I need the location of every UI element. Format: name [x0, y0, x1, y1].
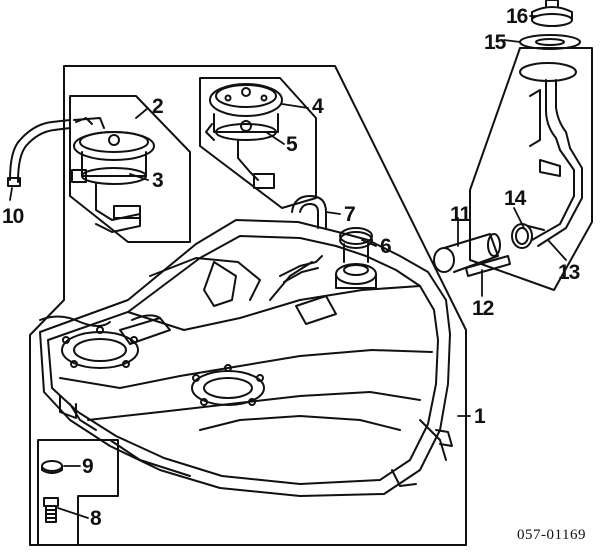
- frame-hardware: [37, 439, 119, 546]
- callout-5: 5: [286, 133, 298, 156]
- callout-14: 14: [504, 187, 526, 210]
- callout-1: 1: [474, 405, 486, 428]
- plug-9: [41, 460, 63, 474]
- callout-8: 8: [90, 507, 102, 530]
- filler-gasket: [519, 34, 581, 50]
- bolt-8: [43, 497, 59, 523]
- callout-13: 13: [558, 261, 580, 284]
- vent-hose: [291, 195, 327, 229]
- frame-filler-neck: [469, 47, 593, 291]
- callout-10: 10: [2, 205, 24, 228]
- filler-neck: [511, 62, 583, 249]
- leader-lines: [9, 15, 567, 519]
- callout-16: 16: [506, 5, 528, 28]
- callout-7: 7: [344, 203, 356, 226]
- fuel-pump-assembly: [71, 117, 155, 233]
- filler-cap: [531, 0, 573, 27]
- fuel-tank: [39, 219, 453, 497]
- diagram-id: 057-01169: [517, 527, 586, 543]
- callout-2: 2: [152, 95, 164, 118]
- breather-hose: [465, 255, 511, 277]
- filler-hose: [433, 233, 501, 273]
- fuel-cap-valve: [335, 227, 377, 289]
- callout-12: 12: [472, 297, 494, 320]
- callout-15: 15: [484, 31, 506, 54]
- callout-9: 9: [82, 455, 94, 478]
- fuel-sender-assembly: [205, 83, 283, 189]
- frame-sender-gauge: [199, 77, 317, 209]
- callout-11: 11: [450, 203, 471, 226]
- main-frame: [29, 65, 467, 546]
- frame-pump-assembly: [69, 95, 191, 243]
- callout-4: 4: [312, 95, 324, 118]
- fuel-hose: [7, 119, 71, 187]
- callout-3: 3: [152, 169, 164, 192]
- callout-6: 6: [380, 235, 392, 258]
